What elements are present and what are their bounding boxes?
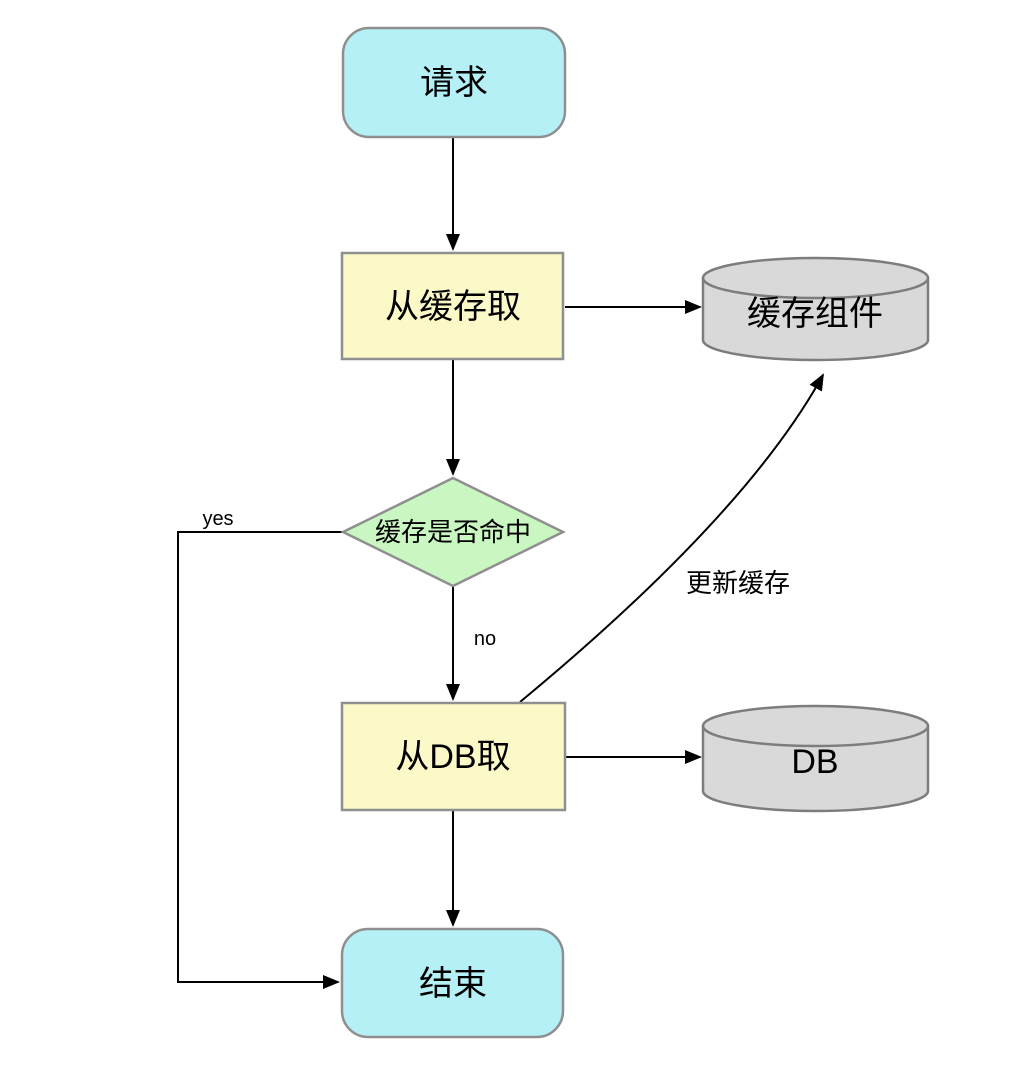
node-get-from-db: 从DB取 (340, 701, 567, 812)
node-db: DB (701, 704, 930, 813)
cache-component-label: 缓存组件 (747, 295, 883, 333)
db-label: DB (791, 743, 838, 781)
node-get-from-cache: 从缓存取 (340, 251, 565, 361)
end-label: 结束 (419, 965, 487, 1003)
get-from-cache-shape (340, 251, 565, 361)
get-from-db-shape (340, 701, 567, 812)
get-from-cache-label: 从缓存取 (385, 288, 521, 326)
db-body (701, 726, 930, 813)
edge-decision-yes-to-end (177, 531, 343, 989)
edge-label-yes: yes (202, 508, 233, 530)
cache-hit-shape (340, 476, 566, 588)
edge-labels: yes no 更新缓存 (202, 508, 790, 650)
node-end: 结束 (340, 927, 565, 1039)
node-cache-component: 缓存组件 (701, 256, 930, 362)
get-from-db-label: 从DB取 (395, 738, 510, 776)
cache-component-body (701, 278, 930, 362)
end-shape (340, 927, 565, 1039)
edge-label-update-cache: 更新缓存 (686, 568, 790, 598)
request-label: 请求 (420, 64, 488, 102)
edges (177, 137, 824, 989)
edge-update-cache-curve (519, 373, 824, 703)
node-request: 请求 (341, 26, 567, 139)
edge-label-no: no (474, 628, 496, 650)
node-cache-hit-decision: 缓存是否命中 (340, 476, 566, 588)
db-top (701, 704, 930, 748)
cache-hit-label: 缓存是否命中 (375, 517, 531, 547)
request-shape (341, 26, 567, 139)
cache-component-top (701, 256, 930, 300)
